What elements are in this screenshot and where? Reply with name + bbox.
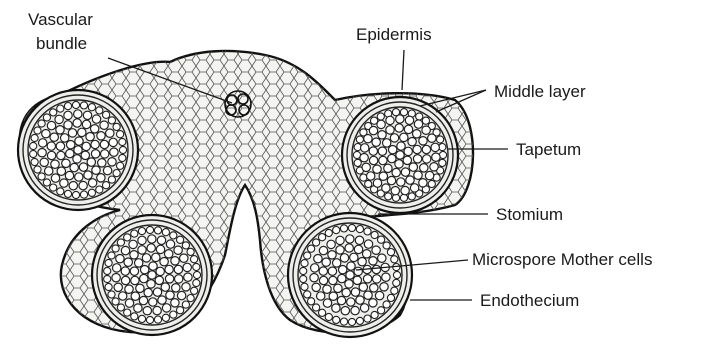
label-middle-layer: Middle layer (494, 82, 586, 101)
label-microspore-mother-cells: Microspore Mother cells (472, 250, 652, 269)
label-tapetum: Tapetum (516, 140, 581, 159)
leader-line-epidermis (402, 50, 404, 90)
pollen-sac-upper-right (342, 97, 458, 213)
label-endothecium: Endothecium (480, 291, 579, 310)
label-vascular-bundle: Vascular bundle (28, 10, 98, 53)
label-stomium: Stomium (496, 205, 563, 224)
label-vascular-bundle-line2: bundle (36, 34, 87, 53)
pollen-sac-upper-left (18, 90, 138, 210)
label-epidermis: Epidermis (356, 25, 432, 44)
pollen-sac-lower-left (92, 215, 212, 335)
label-vascular-bundle-line1: Vascular (28, 10, 93, 29)
pollen-sac-lower-right (288, 213, 412, 337)
